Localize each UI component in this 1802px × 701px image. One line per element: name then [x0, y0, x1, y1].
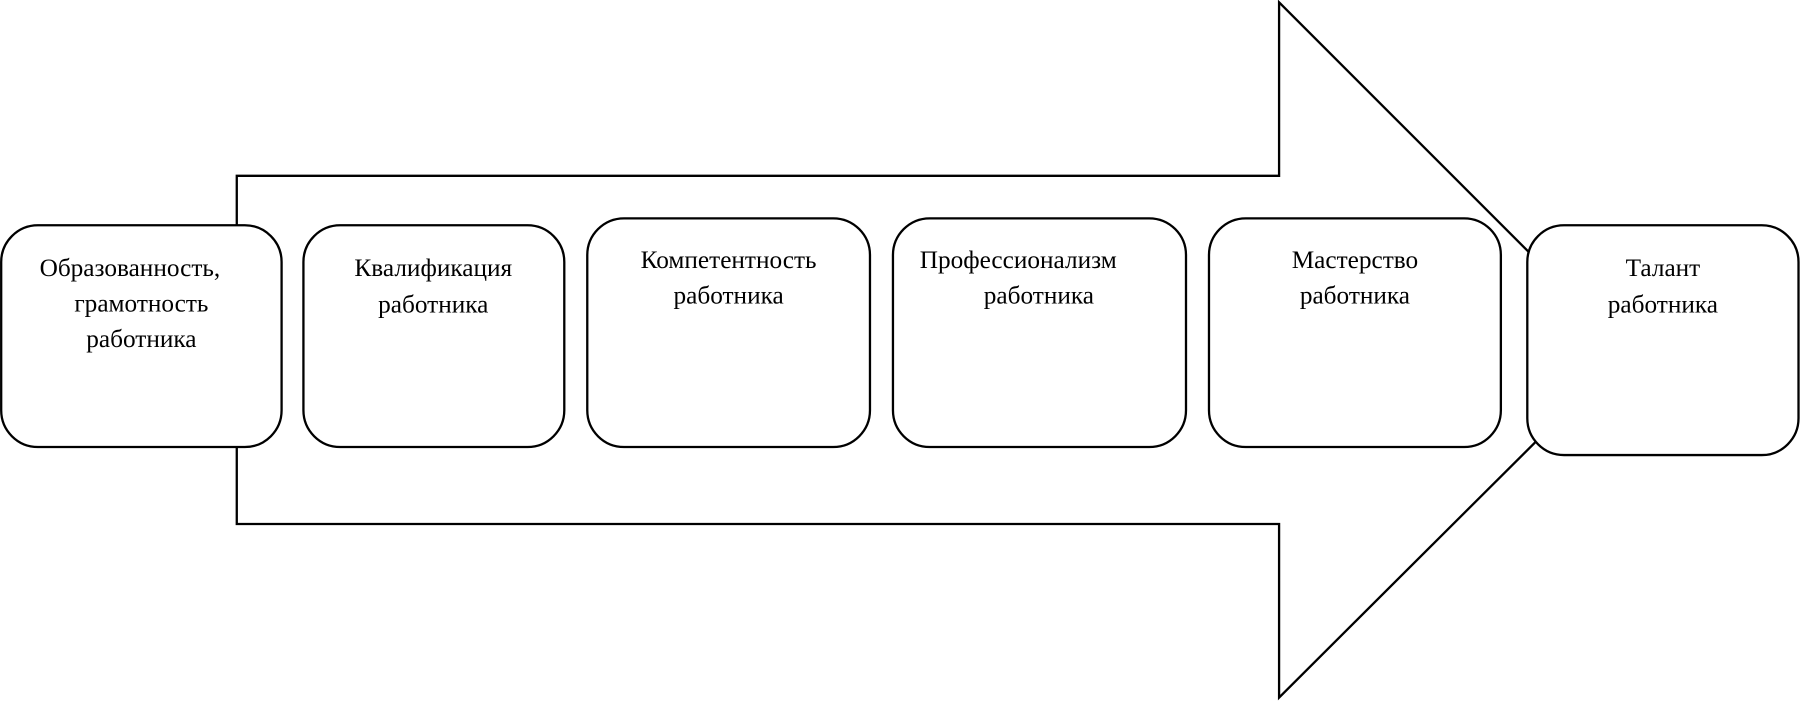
stage-box-mastery: Мастерство работника [1207, 217, 1503, 449]
stage-label: работника [86, 325, 196, 353]
stage-box-qualification: Квалификация работника [302, 224, 566, 449]
stage-label: работника [984, 281, 1094, 309]
stage-label: работника [378, 291, 488, 319]
stage-box-talent: Талант работника [1526, 224, 1800, 457]
stage-label: Профессионализм [920, 246, 1117, 274]
stage-label: Компетентность [641, 246, 817, 274]
stage-label: Талант [1626, 254, 1701, 282]
stage-label: грамотность [74, 289, 208, 317]
stage-label: Образованность, [40, 254, 221, 282]
stage-box-competence: Компетентность работника [586, 217, 872, 449]
stage-label: работника [674, 281, 784, 309]
stage-label: Квалификация [354, 254, 512, 282]
stage-box-education: Образованность, грамотность работника [0, 224, 283, 449]
stage-label: Мастерство [1292, 246, 1418, 274]
stage-label: работника [1300, 281, 1410, 309]
stage-box-professionalism: Профессионализм работника [891, 217, 1188, 449]
stage-label: работника [1608, 291, 1718, 319]
